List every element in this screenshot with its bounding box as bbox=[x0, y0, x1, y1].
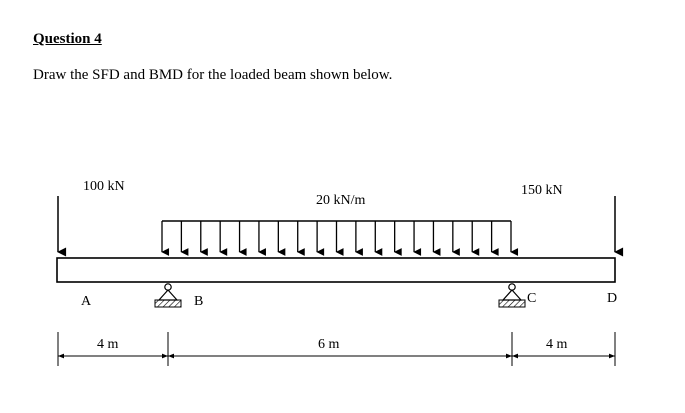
beam bbox=[56, 257, 616, 283]
point-d-label: D bbox=[607, 291, 617, 306]
point-c-label: C bbox=[527, 291, 536, 306]
pin-support-c-icon bbox=[498, 283, 526, 308]
udl-arrows-icon bbox=[161, 220, 519, 256]
span-bc-label: 6 m bbox=[318, 337, 340, 352]
point-load-d-label: 150 kN bbox=[521, 183, 563, 198]
point-load-a-label: 100 kN bbox=[83, 179, 125, 194]
point-a-label: A bbox=[81, 294, 92, 309]
span-ab-label: 4 m bbox=[97, 337, 119, 352]
udl-label: 20 kN/m bbox=[316, 193, 366, 208]
dimension-ticks bbox=[57, 332, 616, 366]
point-b-label: B bbox=[194, 294, 203, 309]
question-heading: Question 4 bbox=[33, 31, 102, 47]
span-cd-label: 4 m bbox=[546, 337, 568, 352]
pin-support-b-icon bbox=[154, 283, 182, 308]
question-prompt: Draw the SFD and BMD for the loaded beam… bbox=[33, 67, 393, 83]
